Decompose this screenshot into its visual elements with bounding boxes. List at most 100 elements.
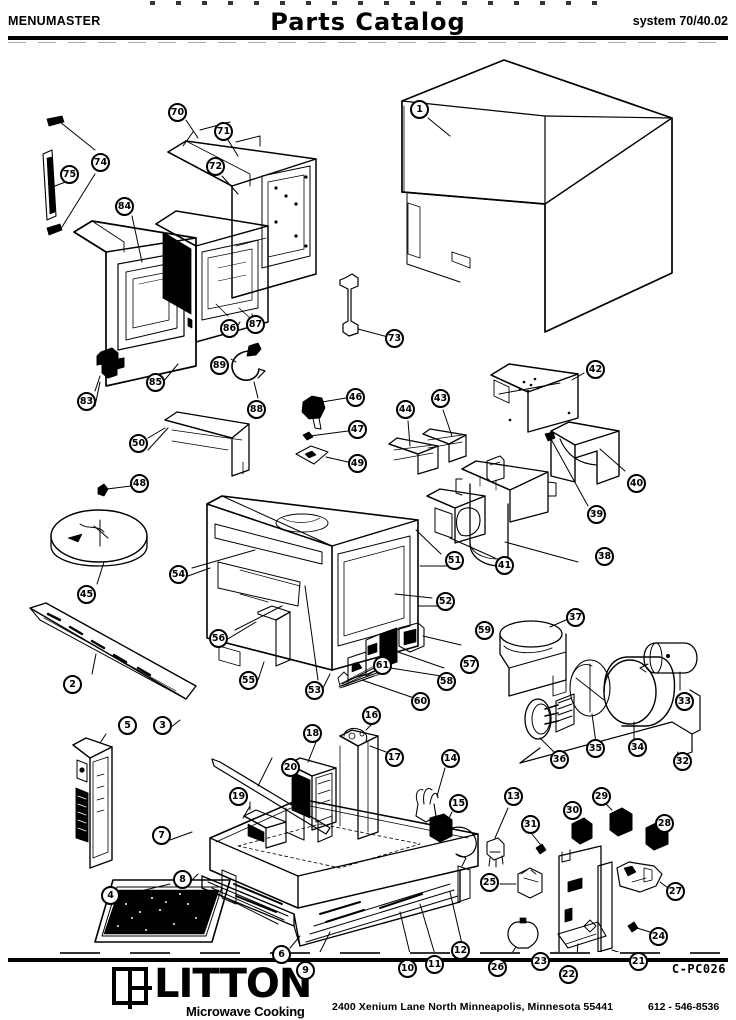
part-door-spring-89	[230, 342, 266, 399]
callout-89[interactable]: 89	[210, 356, 229, 375]
callout-24[interactable]: 24	[649, 927, 668, 946]
callout-87[interactable]: 87	[246, 315, 265, 334]
callout-57[interactable]: 57	[460, 655, 479, 674]
callout-35[interactable]: 35	[586, 739, 605, 758]
callout-15[interactable]: 15	[449, 794, 468, 813]
callout-73[interactable]: 73	[385, 329, 404, 348]
callout-72[interactable]: 72	[206, 157, 225, 176]
litton-window-mark-icon	[112, 967, 152, 1009]
callout-37[interactable]: 37	[566, 608, 585, 627]
callout-8[interactable]: 8	[173, 870, 192, 889]
diagram-linework	[29, 59, 701, 952]
callout-59[interactable]: 59	[475, 621, 494, 640]
callout-50[interactable]: 50	[129, 434, 148, 453]
callout-49[interactable]: 49	[348, 454, 367, 473]
callout-20[interactable]: 20	[281, 758, 300, 777]
callout-58[interactable]: 58	[437, 672, 456, 691]
callout-13[interactable]: 13	[504, 787, 523, 806]
part-waveguide-41	[426, 488, 496, 559]
callout-28[interactable]: 28	[655, 814, 674, 833]
callout-3[interactable]: 3	[153, 716, 172, 735]
callout-36[interactable]: 36	[550, 750, 569, 769]
callout-2[interactable]: 2	[63, 675, 82, 694]
callout-4[interactable]: 4	[101, 886, 120, 905]
callout-46[interactable]: 46	[346, 388, 365, 407]
callout-51[interactable]: 51	[445, 551, 464, 570]
callout-14[interactable]: 14	[441, 749, 460, 768]
callout-60[interactable]: 60	[411, 692, 430, 711]
callout-43[interactable]: 43	[431, 389, 450, 408]
callout-10[interactable]: 10	[398, 959, 417, 978]
callout-25[interactable]: 25	[480, 873, 499, 892]
part-air-duct-40	[550, 421, 626, 485]
callout-27[interactable]: 27	[666, 882, 685, 901]
callout-52[interactable]: 52	[436, 592, 455, 611]
litton-logo: LITTON	[112, 964, 312, 1009]
callout-19[interactable]: 19	[229, 787, 248, 806]
callout-7[interactable]: 7	[152, 826, 171, 845]
callout-44[interactable]: 44	[396, 400, 415, 419]
callout-70[interactable]: 70	[168, 103, 187, 122]
callout-12[interactable]: 12	[451, 941, 470, 960]
callout-74[interactable]: 74	[91, 153, 110, 172]
callout-26[interactable]: 26	[488, 958, 507, 977]
part-stirrer-cover-45	[50, 509, 148, 585]
part-rail-44	[388, 420, 439, 475]
callout-84[interactable]: 84	[115, 197, 134, 216]
part-door-latch-83	[94, 347, 125, 392]
callout-16[interactable]: 16	[362, 706, 381, 725]
litton-logo-tagline: Microwave Cooking	[186, 1004, 305, 1019]
callout-61[interactable]: 61	[373, 656, 392, 675]
page-title: Parts Catalog	[270, 8, 466, 36]
callout-29[interactable]: 29	[592, 787, 611, 806]
callout-22[interactable]: 22	[559, 965, 578, 984]
document-code: C-PC026	[671, 962, 726, 976]
callout-48[interactable]: 48	[130, 474, 149, 493]
callout-32[interactable]: 32	[673, 752, 692, 771]
callout-55[interactable]: 55	[239, 671, 258, 690]
callout-75[interactable]: 75	[60, 165, 79, 184]
callout-17[interactable]: 17	[385, 748, 404, 767]
callout-5[interactable]: 5	[118, 716, 137, 735]
part-switch-27	[616, 861, 669, 893]
callout-33[interactable]: 33	[675, 692, 694, 711]
callout-21[interactable]: 21	[629, 952, 648, 971]
callout-45[interactable]: 45	[77, 585, 96, 604]
callout-85[interactable]: 85	[146, 373, 165, 392]
part-shelf-rail-50	[147, 411, 250, 477]
callout-40[interactable]: 40	[627, 474, 646, 493]
callout-47[interactable]: 47	[348, 420, 367, 439]
company-address: 2400 Xenium Lane North Minneapolis, Minn…	[332, 1001, 614, 1013]
callout-31[interactable]: 31	[521, 815, 540, 834]
part-trim-strip-2	[29, 602, 197, 700]
part-small-47	[302, 430, 349, 441]
part-outer-door-panel	[73, 220, 197, 387]
callout-88[interactable]: 88	[247, 400, 266, 419]
callout-41[interactable]: 41	[495, 556, 514, 575]
part-rail-43	[422, 409, 467, 463]
callout-54[interactable]: 54	[169, 565, 188, 584]
part-small-46	[301, 395, 347, 430]
callout-11[interactable]: 11	[425, 955, 444, 974]
callout-38[interactable]: 38	[595, 547, 614, 566]
callout-71[interactable]: 71	[214, 122, 233, 141]
callout-34[interactable]: 34	[628, 738, 647, 757]
callout-18[interactable]: 18	[303, 724, 322, 743]
callout-1[interactable]: 1	[410, 100, 429, 119]
part-bracket-19	[242, 801, 287, 849]
part-wiring-14-15	[415, 767, 501, 867]
part-base-chassis	[169, 798, 479, 952]
part-control-panel-5	[72, 733, 113, 869]
callout-42[interactable]: 42	[586, 360, 605, 379]
callout-39[interactable]: 39	[587, 505, 606, 524]
callout-53[interactable]: 53	[305, 681, 324, 700]
callout-83[interactable]: 83	[77, 392, 96, 411]
callout-6[interactable]: 6	[272, 945, 291, 964]
callout-30[interactable]: 30	[563, 801, 582, 820]
callout-9[interactable]: 9	[296, 961, 315, 980]
callout-23[interactable]: 23	[531, 952, 550, 971]
callout-86[interactable]: 86	[220, 319, 239, 338]
part-capacitor-16	[339, 717, 387, 840]
callout-56[interactable]: 56	[209, 629, 228, 648]
